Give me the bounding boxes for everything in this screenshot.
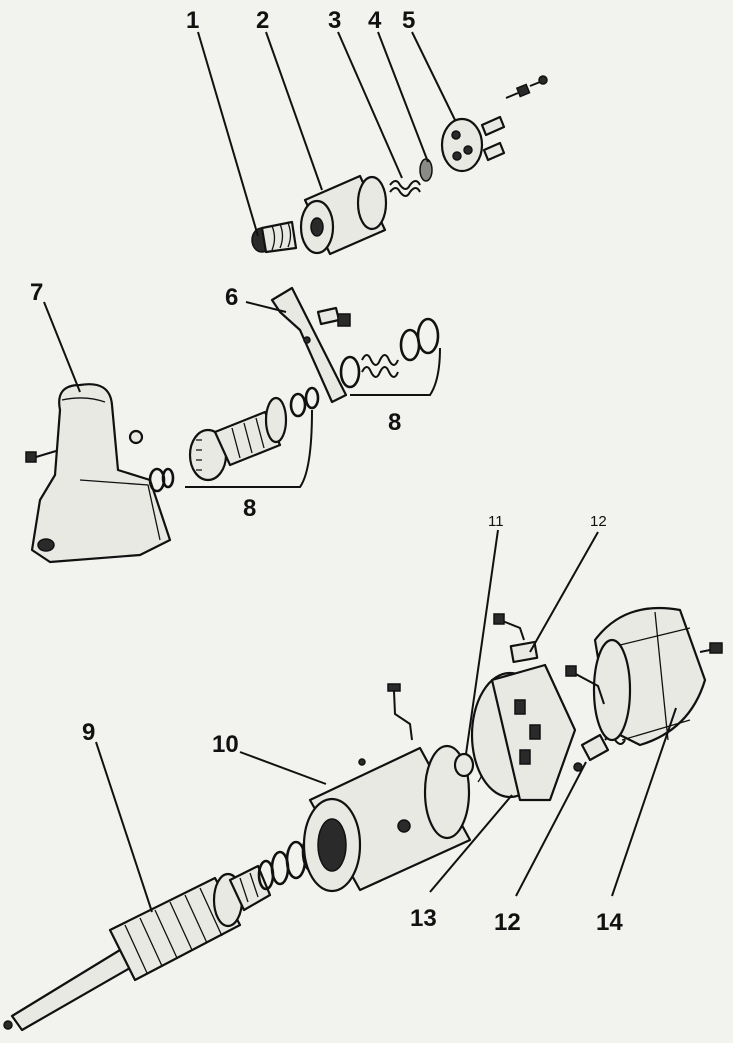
label-6: 6	[225, 284, 238, 311]
cover-screw	[699, 642, 723, 654]
part-12-brush-lower	[580, 733, 626, 762]
label-9: 9	[82, 719, 95, 746]
part-8-washers-left	[148, 467, 175, 493]
label-8-right: 8	[388, 409, 401, 436]
lever-pivot-bolt	[316, 306, 351, 327]
part-3-solenoid-spring	[389, 180, 421, 197]
label-12-upper: 12	[590, 513, 607, 530]
label-8-left: 8	[243, 495, 256, 522]
part-6-shift-lever	[270, 286, 348, 404]
part-2-solenoid-body	[299, 174, 388, 256]
part-10-yoke-field-housing	[302, 744, 472, 893]
bracket-8-right	[350, 347, 441, 396]
part-1-plunger	[251, 220, 298, 254]
leader-lines	[43, 31, 677, 913]
bracket-8-left	[185, 409, 313, 488]
part-8-washers-right	[289, 386, 320, 418]
part-9-armature	[3, 864, 272, 1032]
label-4: 4	[368, 7, 382, 34]
label-1: 1	[186, 7, 199, 34]
part-8-return-spring-set	[339, 317, 440, 389]
part-5-solenoid-cap	[440, 115, 506, 173]
field-lead-terminal	[387, 683, 413, 741]
label-11: 11	[488, 513, 504, 530]
part-12-brush-upper	[493, 613, 539, 664]
part-13-brush-holder-plate	[470, 663, 583, 802]
label-10: 10	[212, 731, 239, 758]
part-8-pinion-drive	[188, 396, 288, 482]
label-13: 13	[410, 905, 437, 932]
part-14-end-cover	[565, 606, 707, 747]
label-7: 7	[30, 279, 43, 306]
label-14: 14	[596, 909, 623, 936]
part-7-drive-end-housing	[30, 383, 172, 564]
label-2: 2	[256, 7, 269, 34]
label-3: 3	[328, 7, 341, 34]
part-4-contact-washer	[419, 158, 433, 182]
label-5: 5	[402, 7, 415, 34]
label-12-lower: 12	[494, 909, 521, 936]
solenoid-screws	[505, 75, 548, 99]
housing-bolt	[25, 450, 57, 463]
